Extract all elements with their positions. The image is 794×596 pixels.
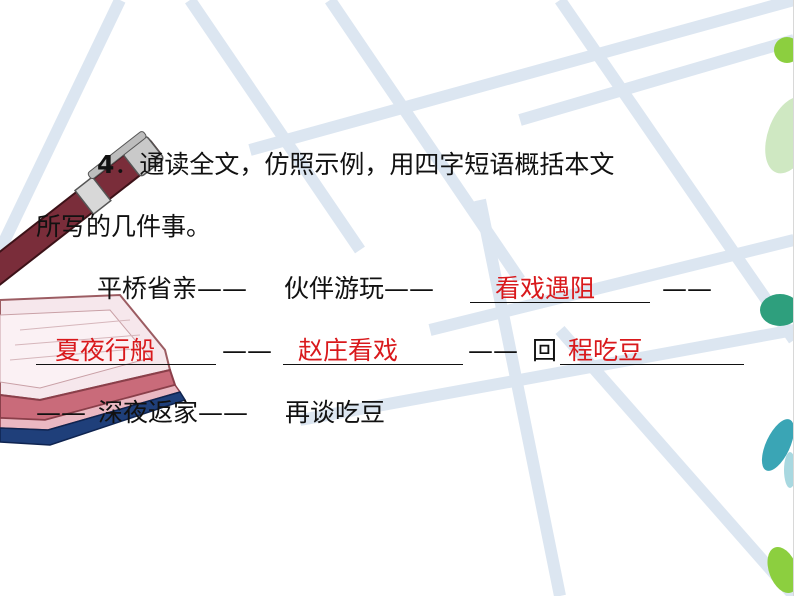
sequence-dash-2: ——: [384, 274, 434, 303]
question-line-1: 4．通读全文，仿照示例，用四字短语概括本文: [97, 152, 614, 177]
sequence-dash-6: ——: [36, 398, 86, 427]
sequence-dash-4: ——: [222, 336, 272, 365]
sequence-item-4: 再谈吃豆: [285, 398, 386, 427]
question-prompt-line-2: 所写的几件事。: [36, 212, 212, 241]
question-prompt-line-1: 通读全文，仿照示例，用四字短语概括本文: [139, 150, 615, 179]
leaf-decoration: [760, 37, 793, 594]
sequence-item-1: 平桥省亲: [97, 274, 198, 303]
answer-3: 赵庄看戏: [298, 336, 399, 365]
pen-illustration: [0, 131, 164, 292]
sequence-dash-3: ——: [662, 274, 712, 303]
sequence-dash-5: ——: [468, 336, 518, 365]
answer-blank-1: [470, 302, 650, 303]
answer-4: 程吃豆: [568, 336, 644, 365]
answer-blank-3: [283, 364, 463, 365]
sequence-dash-7: ——: [198, 398, 248, 427]
answer-blank-2: [36, 364, 216, 365]
sequence-prefix: 回: [532, 336, 558, 365]
answer-2: 夏夜行船: [55, 336, 156, 365]
answer-1: 看戏遇阻: [495, 274, 596, 303]
sequence-item-3: 深夜返家: [98, 398, 199, 427]
sequence-item-2: 伙伴游玩: [284, 274, 385, 303]
question-number: 4: [97, 150, 115, 179]
sequence-dash-1: ——: [197, 274, 247, 303]
question-number-suffix: ．: [114, 150, 140, 179]
question-line-2: 所写的几件事。: [36, 214, 211, 239]
answer-blank-4: [560, 364, 744, 365]
book-illustration: [0, 293, 187, 446]
